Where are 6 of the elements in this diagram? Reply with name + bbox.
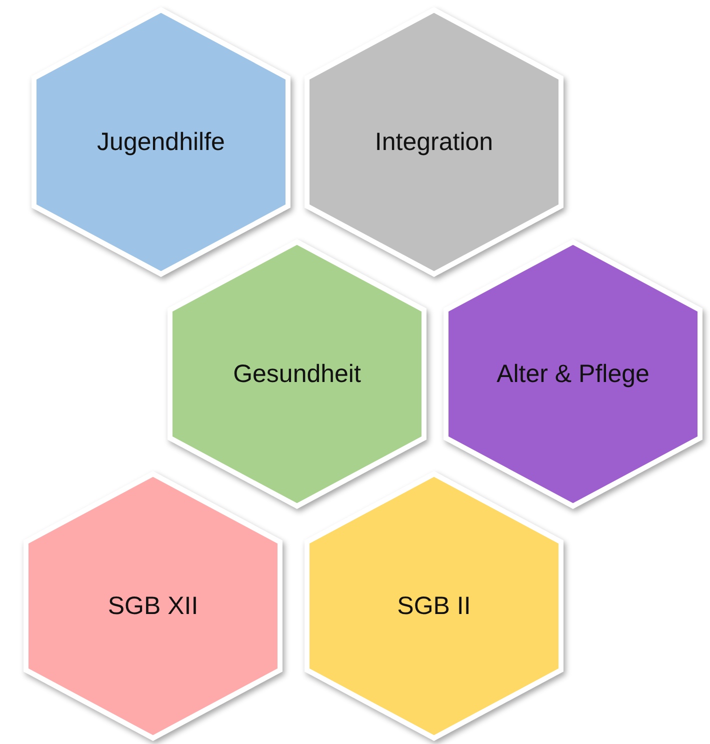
hexagon-label: Gesundheit <box>232 359 362 389</box>
hexagon-label: Jugendhilfe <box>96 127 226 157</box>
hexagon-label: Integration <box>374 127 494 157</box>
hexagon-label: SGB XII <box>106 591 200 621</box>
hexagon-label: SGB II <box>396 591 472 621</box>
hexagon-label: Alter & Pflege <box>496 359 650 389</box>
